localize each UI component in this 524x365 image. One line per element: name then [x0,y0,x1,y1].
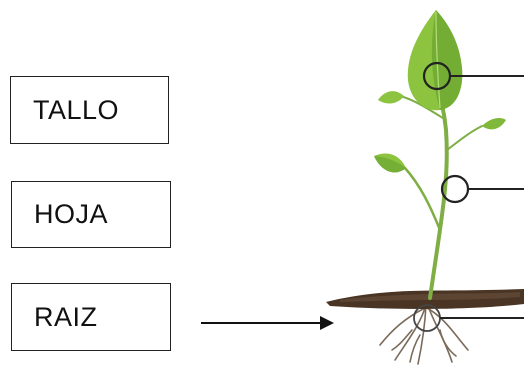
leaf-left-small [378,91,404,104]
label-box-tallo[interactable]: TALLO [10,76,169,144]
label-box-hoja[interactable]: HOJA [11,181,171,248]
label-box-raiz[interactable]: RAIZ [11,283,171,351]
arrow-head-icon [320,316,334,330]
label-text-hoja: HOJA [34,199,109,229]
roots [379,304,469,365]
label-text-raiz: RAIZ [34,301,98,332]
leaf-right-small [482,118,506,130]
label-text-tallo: TALLO [33,94,120,125]
